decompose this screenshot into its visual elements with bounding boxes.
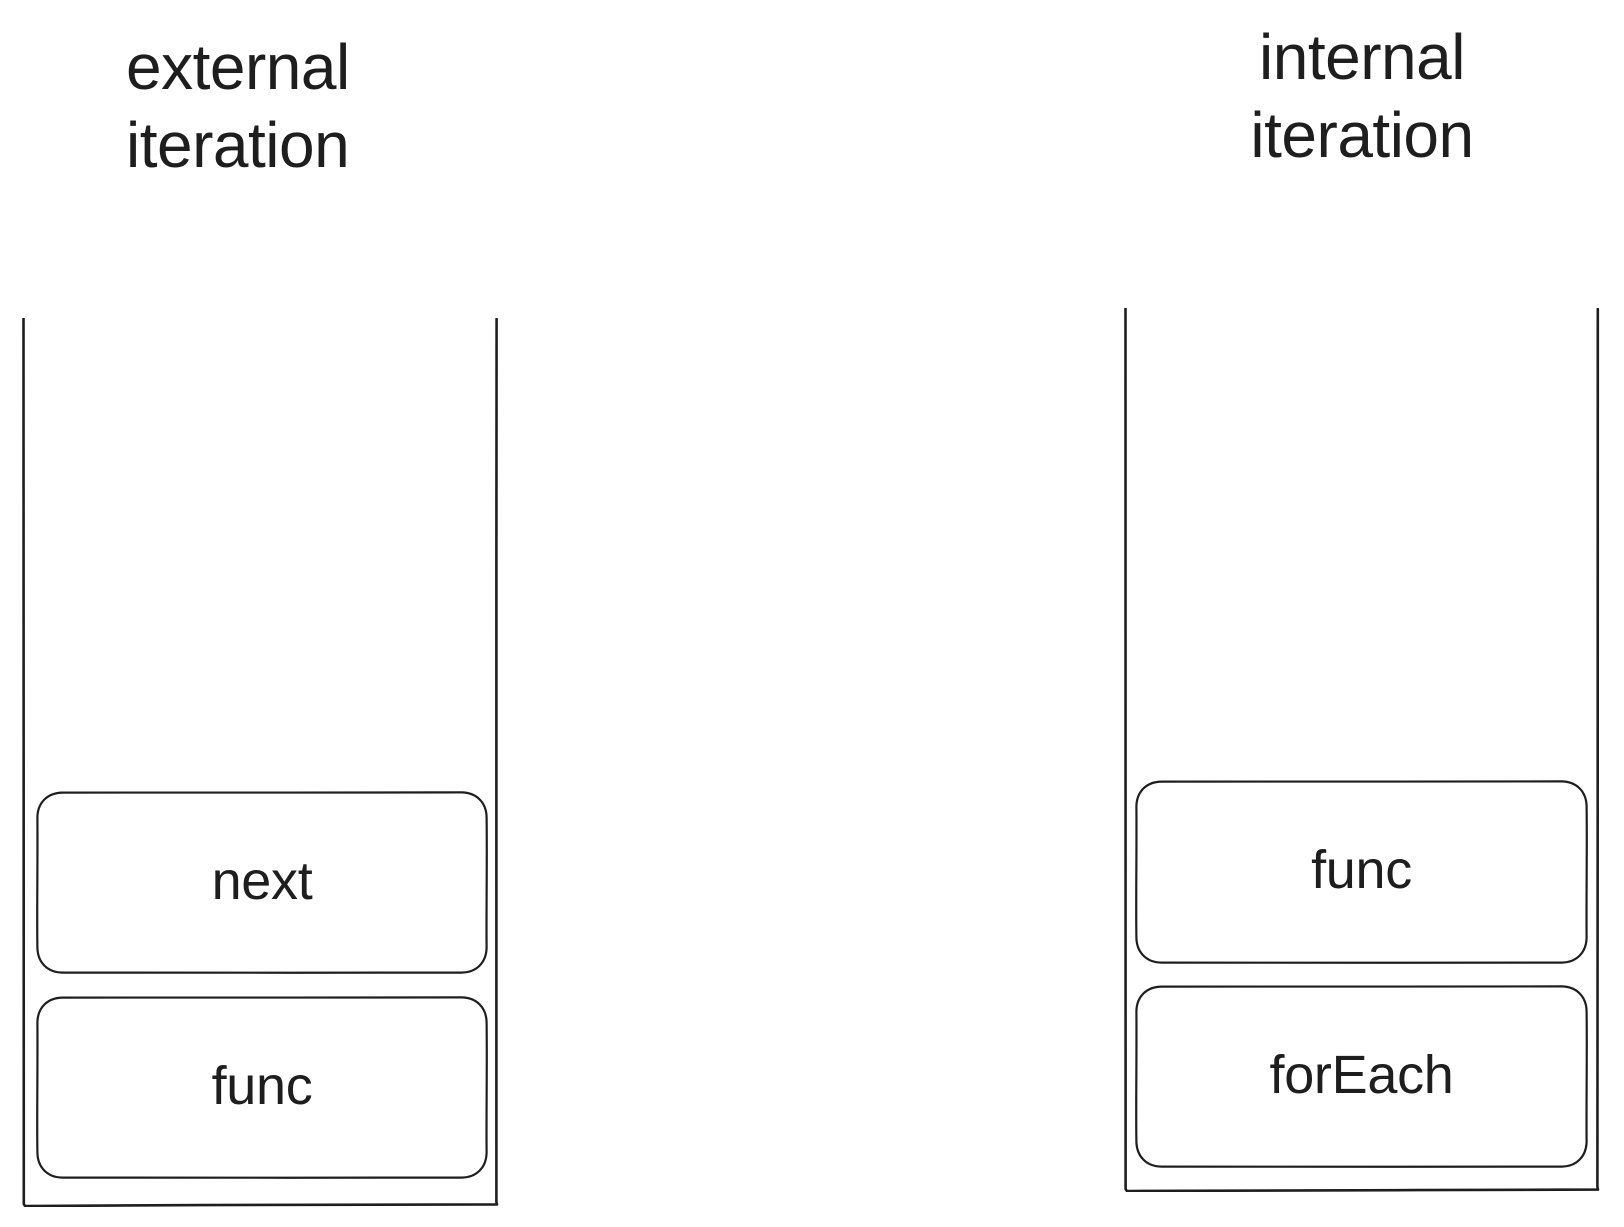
column-title-external: external iteration xyxy=(126,31,350,181)
column-title-internal: internal iteration xyxy=(1250,21,1474,171)
node-label-func-external: func xyxy=(211,1055,313,1116)
node-box-func-external[interactable]: func xyxy=(36,996,488,1179)
node-box-foreach[interactable]: forEach xyxy=(1135,985,1588,1168)
node-label-next: next xyxy=(211,850,313,911)
node-box-func-internal[interactable]: func xyxy=(1135,780,1588,964)
node-label-foreach: forEach xyxy=(1269,1044,1454,1105)
node-box-next[interactable]: next xyxy=(36,791,488,974)
node-label-func-internal: func xyxy=(1311,840,1412,900)
